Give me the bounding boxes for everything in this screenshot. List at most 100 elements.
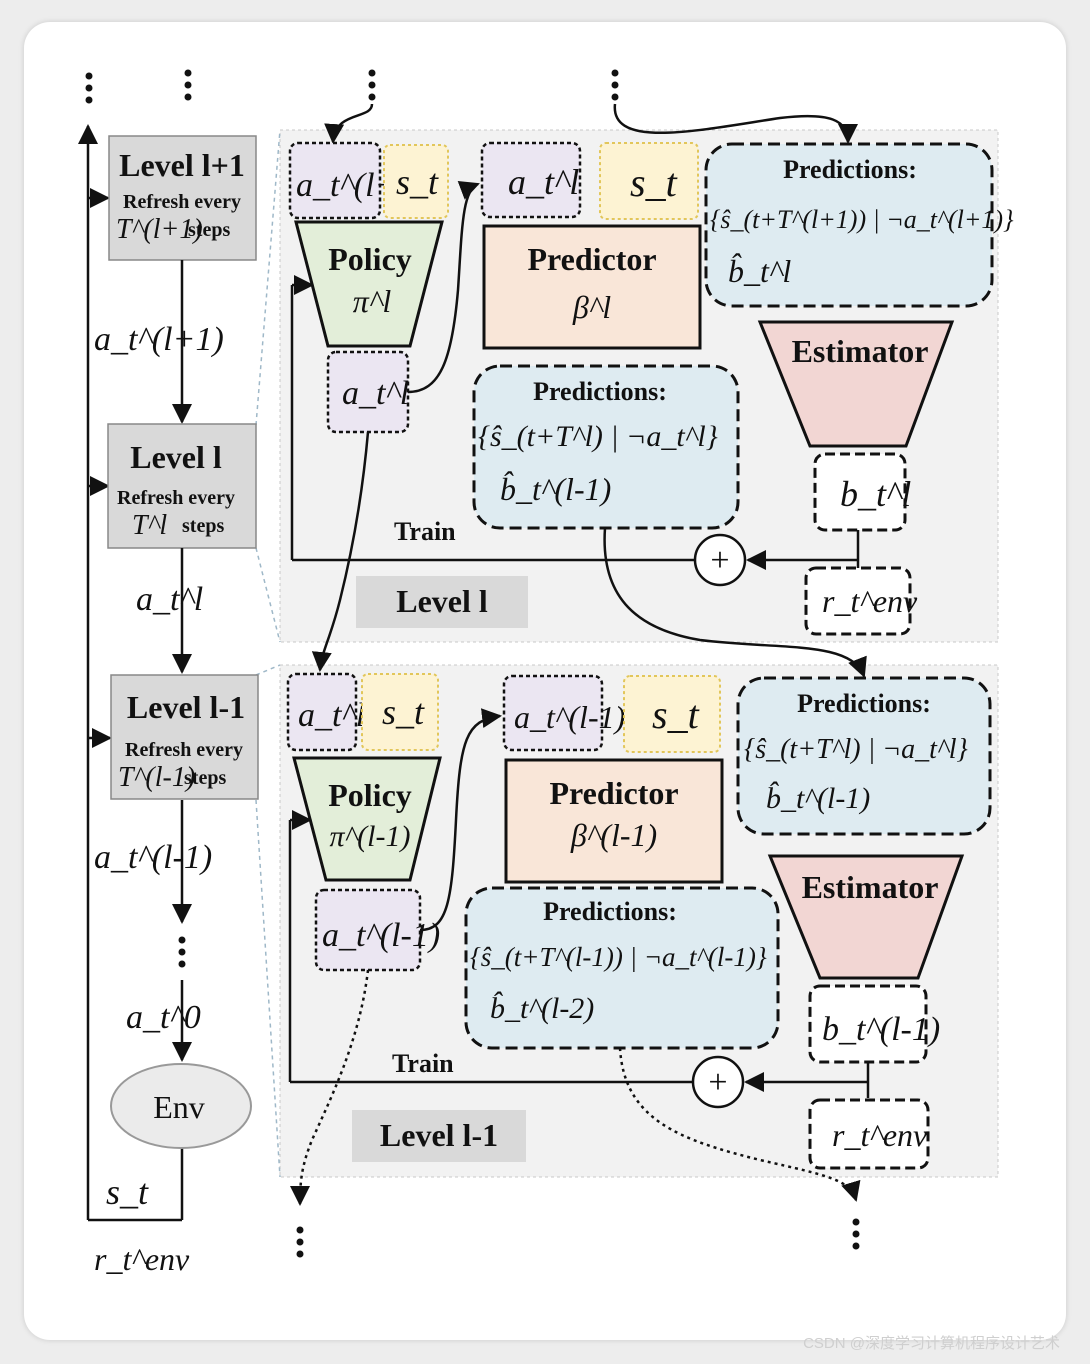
incoming-action-curve bbox=[324, 103, 374, 144]
lower-reward-chip: r_t^env bbox=[808, 1098, 930, 1170]
level-up-box: Level l+1 Refresh every T^(l+1) steps bbox=[108, 135, 257, 261]
lower-predictor-action-chip: a_t^(l-1) bbox=[502, 674, 625, 752]
vdots-bottom-2 bbox=[852, 1218, 860, 1250]
upper-pred-own-line2: b̂_t^(l-1) bbox=[500, 471, 611, 507]
vdots-left-3 bbox=[178, 936, 186, 968]
prediction-to-lower-panel bbox=[603, 527, 867, 678]
upper-predictor-block: Predictor β^l bbox=[482, 224, 702, 350]
left-state: s_t bbox=[106, 1172, 149, 1212]
lower-pred-above-line1: {ŝ_(t+T^l) | ¬a_t^l} bbox=[744, 734, 968, 765]
upper-prediction-own: Predictions: {ŝ_(t+T^l) | ¬a_t^l} b̂_t^(… bbox=[472, 364, 740, 530]
left-action-up: a_t^(l+1) bbox=[94, 321, 224, 358]
lower-estimator-block: Estimator bbox=[767, 854, 965, 980]
level-down-refresh: Refresh every bbox=[125, 739, 243, 761]
zoom-line-lower-a bbox=[255, 664, 281, 676]
lower-prediction-own: Predictions: {ŝ_(t+T^(l-1)) | ¬a_t^(l-1)… bbox=[464, 886, 780, 1050]
upper-input-state-label: s_t bbox=[396, 162, 439, 202]
env-node: Env bbox=[110, 1063, 252, 1149]
lower-output-action-chip: a_t^(l-1) bbox=[314, 888, 440, 972]
lower-pred-own-title: Predictions: bbox=[543, 897, 677, 926]
level-up-steps: steps bbox=[188, 219, 230, 241]
lower-input-state-label: s_t bbox=[382, 692, 425, 732]
lower-input-action-label: a_t^l bbox=[298, 697, 365, 734]
level-mid-period: T^l bbox=[132, 510, 167, 541]
level-mid-title: Level l bbox=[130, 439, 222, 475]
upper-policy-title: Policy bbox=[328, 241, 412, 277]
level-mid-refresh: Refresh every bbox=[117, 487, 235, 509]
upper-reward-label: r_t^env bbox=[822, 583, 918, 619]
upper-estimate-chip: b_t^l bbox=[813, 452, 911, 532]
incoming-prediction-curve bbox=[613, 103, 858, 144]
lower-predictor-state-label: s_t bbox=[652, 692, 700, 737]
upper-reward-chip: r_t^env bbox=[804, 566, 918, 636]
upper-plus-node: + bbox=[693, 533, 747, 587]
vdots-bottom-1 bbox=[296, 1226, 304, 1258]
level-up-title: Level l+1 bbox=[119, 147, 245, 183]
lower-predictor-action-label: a_t^(l-1) bbox=[514, 699, 625, 735]
lower-pred-above-line2: b̂_t^(l-1) bbox=[766, 781, 870, 815]
lower-plus-node: + bbox=[691, 1055, 745, 1109]
left-reward: r_t^env bbox=[94, 1241, 190, 1277]
left-action-down: a_t^(l-1) bbox=[94, 839, 212, 876]
level-mid-box: Level l Refresh every T^l steps bbox=[107, 423, 257, 549]
lower-prediction-outgoing bbox=[618, 1047, 861, 1202]
vdots-left-1 bbox=[85, 72, 93, 104]
upper-estimator-title: Estimator bbox=[792, 333, 929, 369]
lower-predictor-symbol: β^(l-1) bbox=[570, 817, 657, 853]
upper-predictor-state-label: s_t bbox=[630, 160, 678, 205]
env-label: Env bbox=[153, 1089, 205, 1125]
lower-action-outgoing bbox=[290, 969, 370, 1206]
action-to-lower-panel bbox=[311, 431, 370, 672]
upper-level-label: Level l bbox=[356, 576, 528, 628]
upper-plus-label: + bbox=[710, 542, 729, 579]
left-action-mid: a_t^l bbox=[136, 581, 203, 618]
upper-policy-symbol: π^l bbox=[353, 283, 392, 319]
lower-pred-above-title: Predictions: bbox=[797, 689, 931, 718]
level-down-title: Level l-1 bbox=[127, 689, 245, 725]
upper-action-to-predictor bbox=[407, 181, 480, 394]
vdots-top-1 bbox=[368, 69, 376, 101]
zoom-line-lower-b bbox=[255, 799, 281, 1178]
lower-level-label: Level l-1 bbox=[352, 1110, 526, 1162]
lower-policy-symbol: π^(l-1) bbox=[330, 820, 411, 853]
level-mid-steps: steps bbox=[182, 515, 224, 537]
lower-pred-own-line1: {ŝ_(t+T^(l-1)) | ¬a_t^(l-1)} bbox=[470, 942, 767, 972]
upper-train-label: Train bbox=[394, 517, 456, 546]
lower-policy-block: Policy π^(l-1) bbox=[292, 756, 442, 882]
level-up-period: T^(l+1) bbox=[116, 214, 203, 245]
lower-output-action-label: a_t^(l-1) bbox=[322, 917, 440, 954]
level-down-steps: steps bbox=[184, 767, 226, 789]
zoom-line-upper-b bbox=[255, 547, 281, 643]
lower-estimate-chip: b_t^(l-1) bbox=[808, 984, 940, 1064]
upper-pred-above-line2: b̂_t^l bbox=[728, 253, 791, 289]
lower-action-to-predictor bbox=[419, 708, 502, 932]
upper-output-action-label: a_t^l bbox=[342, 375, 409, 412]
lower-reward-label: r_t^env bbox=[832, 1117, 928, 1153]
lower-plus-label: + bbox=[708, 1064, 727, 1101]
lower-predictor-state-chip: s_t bbox=[623, 675, 721, 753]
upper-predictor-symbol: β^l bbox=[572, 289, 611, 325]
upper-predictor-title: Predictor bbox=[527, 241, 656, 277]
lower-train-label: Train bbox=[392, 1049, 454, 1078]
lower-estimator-title: Estimator bbox=[802, 869, 939, 905]
upper-prediction-from-above: Predictions: {ŝ_(t+T^(l+1)) | ¬a_t^(l+1)… bbox=[704, 142, 1014, 308]
upper-policy-block: Policy π^l bbox=[294, 220, 444, 348]
upper-pred-above-title: Predictions: bbox=[783, 155, 917, 184]
upper-predictor-action-label: a_t^l bbox=[508, 162, 579, 202]
upper-predictor-action-chip: a_t^l bbox=[480, 141, 582, 219]
vdots-top-2 bbox=[611, 69, 619, 101]
lower-prediction-from-above: Predictions: {ŝ_(t+T^l) | ¬a_t^l} b̂_t^(… bbox=[736, 676, 992, 836]
lower-input-state-chip: s_t bbox=[361, 673, 439, 751]
level-down-period: T^(l-1) bbox=[118, 762, 195, 793]
lower-predictor-block: Predictor β^(l-1) bbox=[504, 758, 724, 884]
vdots-left-2 bbox=[184, 69, 192, 101]
watermark: CSDN @深度学习计算机程序设计艺术 bbox=[803, 1334, 1060, 1352]
level-up-refresh: Refresh every bbox=[123, 191, 241, 213]
lower-estimate-label: b_t^(l-1) bbox=[822, 1011, 940, 1048]
upper-pred-own-line1: {ŝ_(t+T^l) | ¬a_t^l} bbox=[478, 420, 718, 453]
lower-level-label-text: Level l-1 bbox=[380, 1117, 498, 1153]
upper-input-state-chip: s_t bbox=[383, 144, 449, 219]
upper-estimate-label: b_t^l bbox=[840, 474, 911, 514]
lower-input-action-chip: a_t^l bbox=[286, 672, 365, 752]
upper-level-label-text: Level l bbox=[396, 583, 488, 619]
